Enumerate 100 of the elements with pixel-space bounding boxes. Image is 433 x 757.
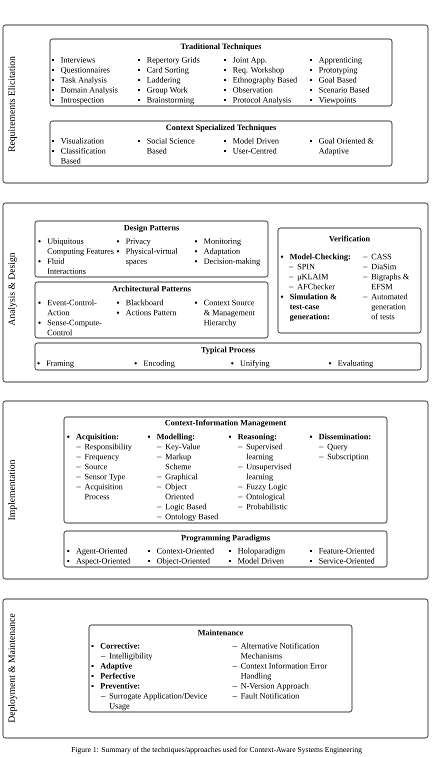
list-item: Monitoring [204, 238, 241, 246]
list-item: Acquisition Process [84, 484, 123, 500]
list-item: N-Version Approach [240, 682, 309, 690]
list-item: Modelling: [156, 434, 194, 441]
list-item: Responsibility [84, 444, 132, 451]
list-item: Adaptation [204, 248, 240, 256]
list-item: Sensor Type [85, 474, 125, 481]
list-item: Unifying [240, 360, 270, 368]
list-item: Brainstorming [146, 97, 194, 104]
list-item: Sense-Compute-Control [48, 320, 102, 336]
list-item: AFChecker [297, 284, 335, 290]
section-label: Deployment & Maintenance [8, 614, 17, 722]
list-item: Model Driven [238, 558, 284, 564]
box-title: Programming Paradigms [181, 534, 270, 542]
list-item: Visualization [60, 138, 104, 144]
list-item: CASS [372, 254, 392, 260]
list-item: Holoparadigm [238, 548, 285, 556]
list-item: Source [85, 464, 107, 470]
list-item: Context-Oriented [157, 548, 214, 554]
list-item: Joint App. [232, 57, 266, 64]
list-item: Laddering [146, 76, 180, 84]
list-item: Key-Value [165, 444, 200, 451]
list-item: Questionnaires [61, 67, 110, 74]
list-item: Fuzzy Logic [246, 484, 288, 491]
list-item: Unsupervised learning [246, 464, 292, 481]
list-item: Surrogate Application/Device Usage [109, 692, 208, 710]
list-item: Evaluating [338, 360, 374, 368]
list-item: DiaSim [371, 264, 396, 270]
list-item: Graphical [166, 474, 198, 481]
list-item: Service-Oriented [319, 558, 375, 564]
list-item: Intelligibility [110, 652, 152, 660]
box-title: Traditional Techniques [180, 43, 262, 51]
list-item: Req. Workshop [232, 66, 284, 74]
list-item: Apprenticing [318, 57, 362, 64]
list-item: Ubiquitous Computing Features [47, 238, 114, 256]
list-item: Bigraphs & EFSM [371, 274, 410, 290]
list-item: Dissemination: [318, 434, 370, 440]
list-item: Goal Oriented & Adaptive [318, 138, 374, 156]
list-item: Acquisition: [76, 434, 118, 441]
list-item: Domain Analysis [60, 86, 118, 94]
list-item: Physical-virtual spaces [126, 248, 178, 266]
list-item: Preventive: [100, 682, 140, 689]
list-item: μKLAIM [298, 274, 328, 281]
list-item: Markup Scheme [165, 454, 191, 470]
list-item: Feature-Oriented [318, 548, 375, 554]
list-item: Perfective [100, 672, 136, 679]
list-item: Ethnography Based [232, 76, 298, 84]
list-item: Query [328, 444, 348, 451]
list-item: Probabilistic [246, 504, 288, 510]
list-item: Alternative Notification Mechanisms [240, 642, 320, 659]
list-item: Framing [46, 360, 74, 368]
list-item: Task Analysis [60, 76, 107, 84]
list-item: Object-Oriented [157, 558, 210, 566]
list-item: Introspection [61, 97, 104, 104]
list-item: Observation [233, 86, 273, 93]
list-item: Simulation & test-case generation: [290, 294, 336, 321]
list-item: Goal Based [319, 76, 357, 83]
box-title: Context Specialized Techniques [166, 124, 276, 132]
list-item: Actions Pattern [126, 310, 176, 316]
section-label: Analysis & Design [8, 252, 17, 326]
list-item: Ontology Based [166, 514, 218, 521]
list-item: Logic Based [165, 504, 206, 511]
list-item: Frequency [84, 454, 120, 461]
list-item: Model Driven [232, 138, 279, 144]
list-item: Interviews [61, 57, 96, 63]
list-item: Group Work [147, 86, 188, 94]
list-item: Context Information Error Handling [240, 662, 328, 680]
list-item: Fluid Interactions [47, 258, 86, 274]
list-item: Object Oriented [166, 484, 194, 500]
list-item: Encoding [144, 360, 175, 368]
list-item: Agent-Oriented [76, 548, 128, 556]
list-item: Event-Control-Action [47, 300, 97, 316]
list-item: Protocol Analysis [232, 96, 291, 104]
list-item: Viewpoints [318, 97, 356, 104]
list-item: Blackboard [126, 300, 164, 306]
list-item: Subscription [328, 454, 369, 461]
list-item: Supervised learning [246, 444, 283, 461]
box-title: Architectural Patterns [112, 286, 191, 292]
section-label: Requirements Elicitation [8, 56, 17, 152]
box-title: Context-Information Management [165, 420, 286, 428]
list-item: Privacy [126, 238, 151, 246]
list-item: Automated generation of tests [371, 294, 408, 320]
list-item: Prototyping [318, 67, 358, 74]
list-item: SPIN [298, 264, 315, 270]
list-item: Aspect-Oriented [76, 558, 130, 566]
list-item: Card Sorting [147, 66, 189, 74]
list-item: Scenario Based [319, 86, 370, 93]
list-item: Corrective: [100, 642, 140, 649]
list-item: Ontological [246, 494, 285, 501]
section-label: Implementation [8, 460, 17, 520]
list-item: Fault Notification [240, 692, 300, 699]
list-item: Decision-making [204, 258, 260, 266]
list-item: Repertory Grids [146, 56, 200, 64]
list-item: Reasoning: [238, 434, 276, 441]
box-title: Maintenance [198, 630, 244, 636]
list-item: User-Centred [232, 148, 277, 154]
list-item: Context Source & Management Hierarchy [204, 300, 255, 327]
box-title: Verification [329, 236, 370, 242]
box-title: Design Patterns [124, 224, 179, 232]
list-item: Classification Based [60, 148, 106, 164]
